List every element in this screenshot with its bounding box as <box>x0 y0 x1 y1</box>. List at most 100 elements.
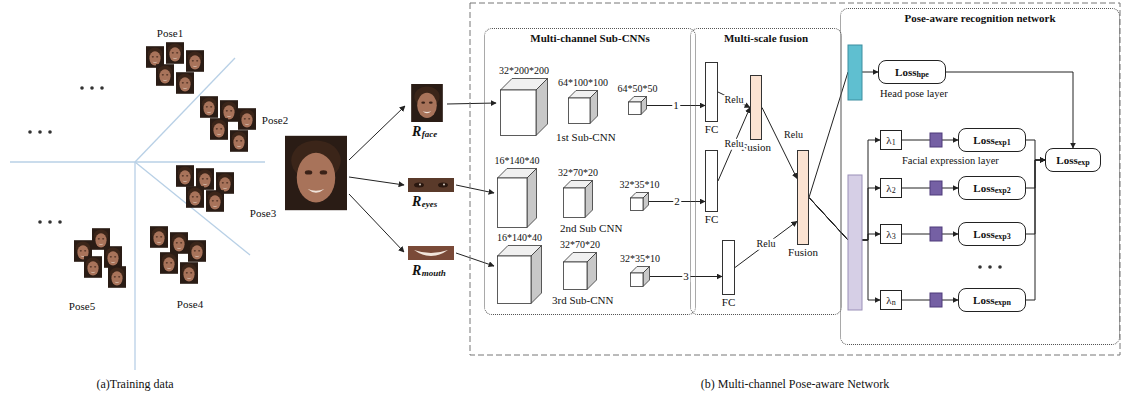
subfigure-caption: (a)Training data <box>96 378 173 391</box>
subscript: 3 <box>892 233 896 241</box>
eye-glint <box>419 184 421 186</box>
feature-cube: 32*200*200 <box>500 78 548 136</box>
cube-shape <box>500 78 548 136</box>
cube-side <box>643 193 649 211</box>
mouth <box>414 250 448 256</box>
cube-front <box>498 256 532 304</box>
edge-label: Relu <box>756 239 777 250</box>
dot <box>90 86 94 90</box>
layer-label: FC <box>722 296 735 308</box>
loss-label: Loss <box>895 67 916 78</box>
cube-front <box>631 198 644 211</box>
cube-shape <box>563 252 597 290</box>
network-panel: Multi-scale fusionFCFCFusionFCFusion <box>690 28 842 315</box>
expression-unit <box>930 133 942 147</box>
cube-side <box>527 169 537 228</box>
loss-label: Loss <box>973 183 994 194</box>
pose-divider <box>10 161 265 162</box>
input-arrow <box>456 253 494 266</box>
connector <box>809 188 880 240</box>
cube-shape <box>568 90 598 124</box>
fc-layer: FC <box>722 240 735 295</box>
edge-label: Relu <box>783 130 804 141</box>
pose-label: Pose4 <box>177 298 203 310</box>
dot <box>38 220 42 224</box>
feature-cube: 64*100*100 <box>568 90 598 124</box>
fc-layer: FC <box>705 62 718 122</box>
face-photo <box>166 42 184 64</box>
input-face <box>285 136 347 210</box>
face-photo <box>104 246 122 268</box>
face-photo <box>210 118 228 140</box>
mouth-crop <box>408 246 454 260</box>
layer-caption: Facial expression layer <box>902 155 999 167</box>
dot <box>80 86 84 90</box>
pose-label: Pose5 <box>69 300 95 312</box>
face-photo <box>186 186 204 208</box>
weight-box: λ2 <box>880 178 902 198</box>
face-photo <box>160 252 178 274</box>
dot <box>988 265 992 269</box>
cube-shape <box>628 96 647 115</box>
ellipsis-dots <box>28 86 104 224</box>
subnet-label: 1st Sub-CNN <box>556 131 616 143</box>
cube-side <box>531 246 542 304</box>
loss-label: Loss <box>973 135 994 146</box>
dot <box>48 130 52 134</box>
input-arrow <box>456 185 494 193</box>
cube-shape <box>497 245 542 304</box>
feature-cube: 64*50*50 <box>628 96 647 115</box>
face-photo <box>156 64 174 86</box>
weight-label: λ <box>886 183 891 194</box>
fc-layer: FC <box>705 150 718 212</box>
face-photo <box>176 165 194 187</box>
weight-label: λ <box>886 135 891 146</box>
subscript: 1 <box>892 139 896 147</box>
dimension-label: 32*35*10 <box>620 179 660 190</box>
feature-cube: 32*70*20 <box>563 180 593 218</box>
dot <box>998 265 1002 269</box>
layer-label: FC <box>705 123 718 135</box>
expression-unit <box>930 181 942 195</box>
fusion-layer: Fusion <box>750 75 762 140</box>
connector <box>809 140 880 240</box>
group-heading: Multi-channel Sub-CNNs <box>485 32 695 44</box>
crop-arrow <box>349 177 404 185</box>
subscript: n <box>892 299 896 307</box>
cube-side <box>590 91 598 124</box>
feature-cube: 32*70*20 <box>563 252 597 290</box>
weight-box: λn <box>880 290 902 310</box>
crop-arrow <box>349 103 496 266</box>
connector <box>1026 160 1045 300</box>
layer-label: FC <box>705 213 718 225</box>
subscript: hpe <box>916 71 928 79</box>
eyes-crop <box>408 178 454 192</box>
connector <box>809 198 880 301</box>
subscript: expn <box>994 299 1010 307</box>
layer-caption: Head pose layer <box>880 88 948 100</box>
fusion-layer: Fusion <box>797 150 809 245</box>
pose-label: Pose2 <box>262 114 288 126</box>
cube-front <box>564 188 586 218</box>
cube-front <box>564 262 588 290</box>
mouth-crop <box>408 246 454 260</box>
face-photo <box>238 108 256 130</box>
loss-box: Lossexpn <box>958 288 1026 312</box>
pose-label: Pose1 <box>157 27 183 39</box>
feature-cube: 32*35*10 <box>630 266 650 287</box>
loss-box: Lossexp1 <box>958 128 1026 152</box>
connector <box>809 198 880 241</box>
loss-box: Lossexp2 <box>958 176 1026 200</box>
subscript: exp <box>1078 159 1090 167</box>
dimension-label: 32*200*200 <box>499 65 549 76</box>
face-photo <box>188 240 206 262</box>
face-photo <box>200 96 218 118</box>
region-subscript: eyes <box>422 200 438 210</box>
network-panel: Pose-aware recognition networkLosshpeλ1λ… <box>840 8 1120 345</box>
dimension-label: 16*140*40 <box>497 232 542 243</box>
